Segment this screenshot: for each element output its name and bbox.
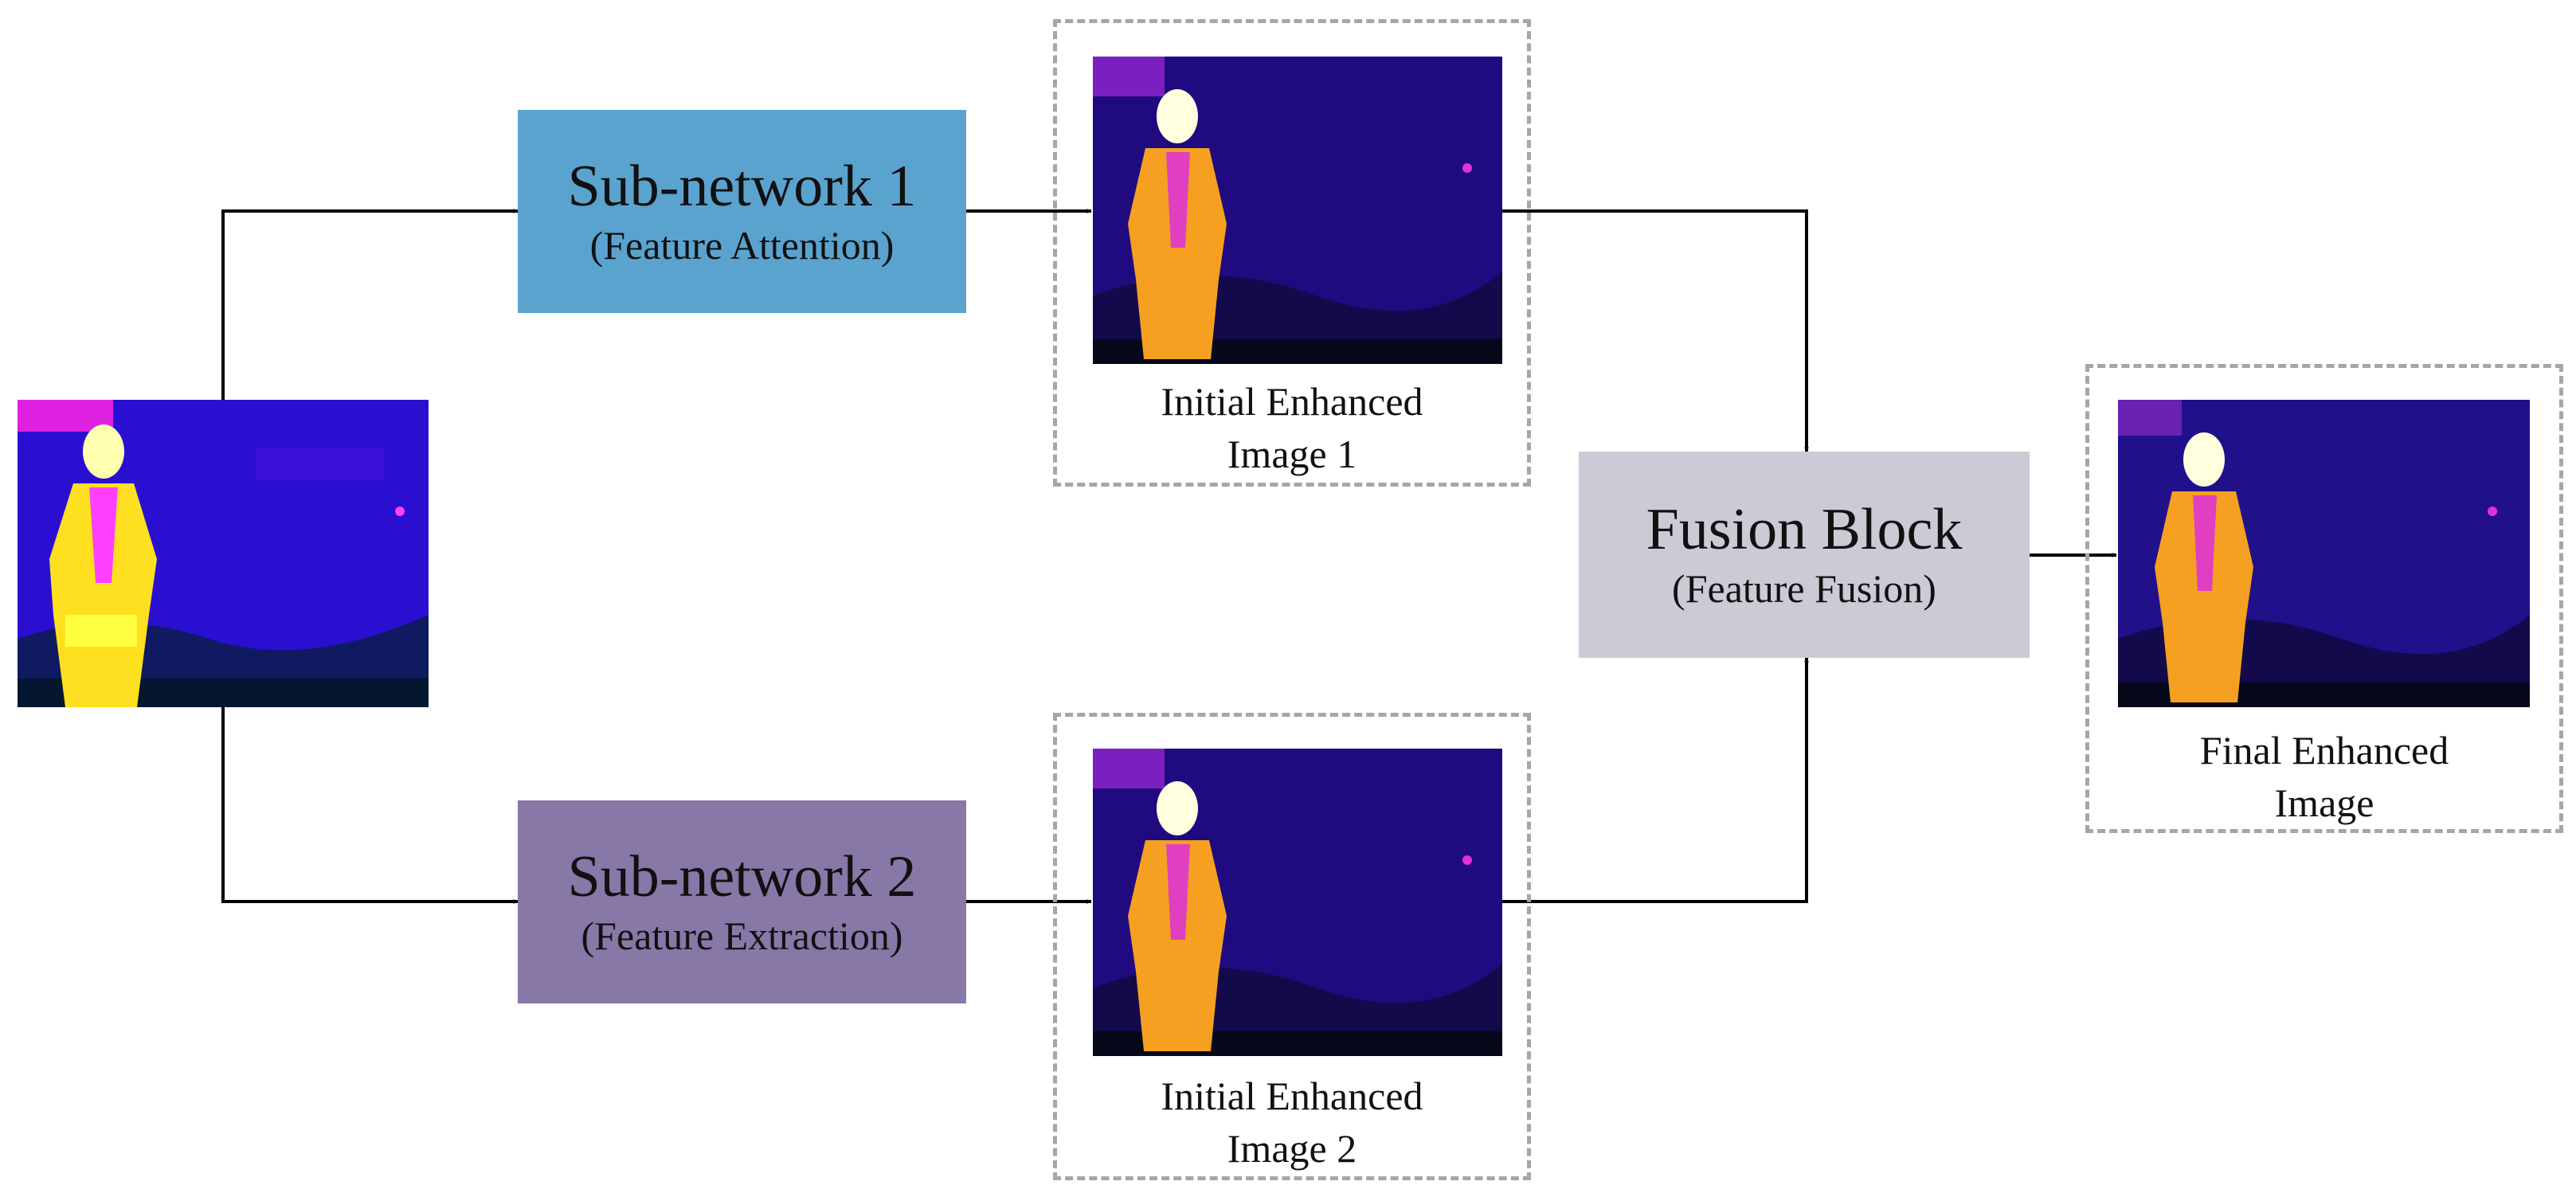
- subnet1-title: Sub-network 1: [567, 153, 917, 219]
- arrow-input-to-subnet1: [221, 209, 519, 400]
- arrow-initial1-to-fusion: [1501, 209, 1809, 452]
- arrow-initial2-to-fusion: [1501, 657, 1809, 903]
- initial1-caption: Initial Enhanced Image 1: [1053, 375, 1531, 480]
- final-caption: Final Enhanced Image: [2085, 724, 2563, 829]
- final-thermal-image: [2118, 400, 2530, 707]
- final-frame: [2085, 364, 2563, 833]
- subnet2-box: Sub-network 2 (Feature Extraction): [518, 800, 966, 1003]
- arrow-input-to-subnet2: [221, 707, 519, 904]
- subnet2-subtitle: (Feature Extraction): [581, 913, 903, 958]
- initial2-caption-line2: Image 2: [1227, 1126, 1357, 1171]
- initial2-frame: [1053, 713, 1531, 1180]
- initial1-frame: [1053, 19, 1531, 487]
- input-thermal-image: [18, 400, 429, 707]
- initial2-caption-line1: Initial Enhanced: [1161, 1074, 1423, 1118]
- final-caption-line1: Final Enhanced: [2199, 728, 2449, 773]
- subnet2-title: Sub-network 2: [567, 843, 917, 909]
- initial1-caption-line1: Initial Enhanced: [1161, 379, 1423, 424]
- initial1-caption-line2: Image 1: [1227, 432, 1357, 476]
- fusion-block-box: Fusion Block (Feature Fusion): [1579, 452, 2030, 658]
- final-caption-line2: Image: [2274, 780, 2374, 825]
- initial1-thermal-image: [1093, 57, 1502, 364]
- fusion-title: Fusion Block: [1646, 496, 1963, 562]
- initial2-caption: Initial Enhanced Image 2: [1053, 1070, 1531, 1175]
- initial2-thermal-image: [1093, 749, 1502, 1056]
- fusion-subtitle: (Feature Fusion): [1672, 565, 1936, 611]
- subnet1-box: Sub-network 1 (Feature Attention): [518, 110, 966, 313]
- subnet1-subtitle: (Feature Attention): [589, 222, 895, 268]
